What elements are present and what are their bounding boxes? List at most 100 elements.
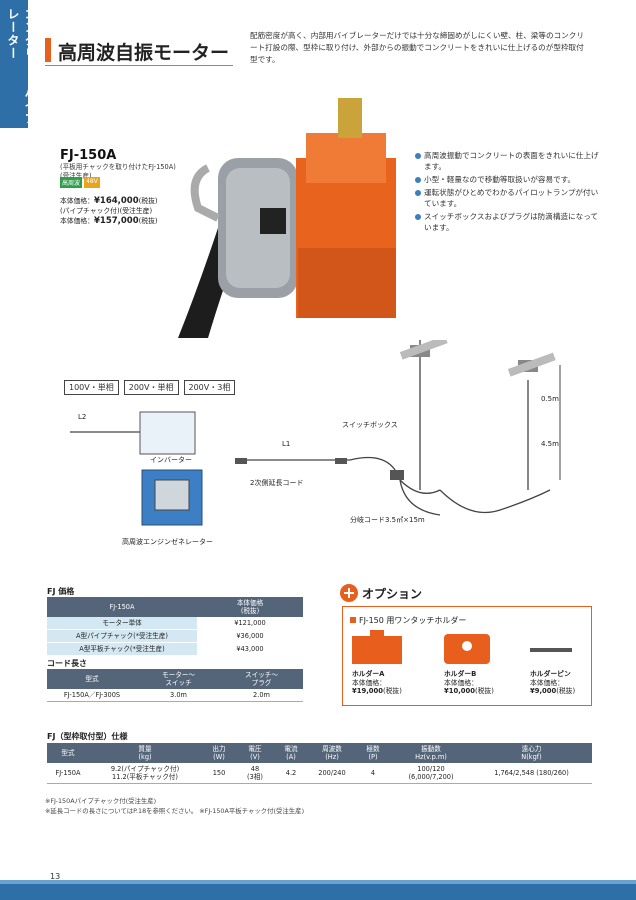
option-price: ¥9,000 bbox=[530, 687, 557, 695]
side-tab: コンクリートバイブレーター bbox=[0, 0, 37, 128]
table-header-cell: 電流 (A) bbox=[273, 743, 309, 763]
table-cell: FJ-150A／FJ-300S bbox=[47, 689, 137, 702]
vibrator-motor-photo bbox=[178, 98, 396, 338]
voltage-tag: 200V・単相 bbox=[123, 380, 179, 395]
holder-images bbox=[352, 630, 572, 664]
label-distance-45: 4.5m bbox=[541, 440, 559, 448]
voltage-tag: 200V・3相 bbox=[183, 380, 236, 395]
option-tax: (税抜) bbox=[382, 687, 402, 695]
option-price: ¥10,000 bbox=[444, 687, 475, 695]
table-cell: モーター単体 bbox=[47, 617, 197, 630]
price-table-heading: FJ 価格 bbox=[47, 587, 75, 596]
option-price: ¥19,000 bbox=[352, 687, 383, 695]
table-header-cell: 周波数 (Hz) bbox=[309, 743, 355, 763]
label-inverter: インバーター bbox=[150, 456, 192, 464]
label-l1: L1 bbox=[282, 440, 291, 448]
intro-text: 配筋密度が高く、内部用バイブレーターだけでは十分な締固めがしにくい壁、柱、梁等の… bbox=[250, 31, 584, 64]
table-cell: 4 bbox=[355, 763, 391, 784]
title-accent-bar bbox=[45, 38, 51, 62]
options-box bbox=[342, 606, 592, 706]
product-note-2: (受注生産) bbox=[60, 172, 92, 180]
price-value: ¥164,000 bbox=[93, 196, 139, 206]
table-header-cell: スイッチ～ プラグ bbox=[220, 669, 303, 689]
table-header-cell: 電圧 (V) bbox=[237, 743, 273, 763]
side-tab-label: コンクリートバイブレーター bbox=[6, 8, 37, 125]
feature-item: スイッチボックスおよびプラグは防滴構造になっています。 bbox=[415, 211, 605, 233]
feature-item: 運転状態がひとめでわかるパイロットランプが付いています。 bbox=[415, 187, 605, 209]
options-subtitle: FJ-150 用ワンタッチホルダー bbox=[350, 615, 466, 626]
table-header-cell: 極数 (P) bbox=[355, 743, 391, 763]
options-title: オプション bbox=[362, 587, 423, 601]
title-underline bbox=[45, 65, 233, 66]
mass-value: 11.2(平板チャック付) bbox=[112, 773, 178, 781]
label-generator: 高周波エンジンゼネレーター bbox=[122, 538, 213, 546]
spec-table-header: 型式 質量 (kg) 出力 (W) 電圧 (V) 電流 (A) 周波数 (Hz)… bbox=[47, 743, 592, 763]
table-cell: 1,764/2,548 (180/260) bbox=[471, 763, 592, 784]
price-label: 本体価格： bbox=[60, 197, 94, 205]
table-row: A型パイプチャック(*受注生産)¥36,000 bbox=[47, 629, 303, 643]
table-cell: ¥121,000 bbox=[197, 617, 303, 630]
spec-table: 型式 質量 (kg) 出力 (W) 電圧 (V) 電流 (A) 周波数 (Hz)… bbox=[47, 743, 592, 784]
table-cell: 200/240 bbox=[309, 763, 355, 784]
table-cell: 150 bbox=[201, 763, 237, 784]
option-name: ホルダーB bbox=[444, 670, 477, 678]
table-cell: A型平板チャック(*受注生産) bbox=[47, 642, 197, 656]
voltage-tags: 100V・単相 200V・単相 200V・3相 bbox=[64, 380, 236, 395]
table-header-cell: 遠心力 N(kgf) bbox=[471, 743, 592, 763]
page-title: 高周波自振モーター bbox=[58, 42, 230, 64]
price-tax: (税抜) bbox=[138, 197, 158, 205]
cord-table-header: 型式 モーター～ スイッチ スイッチ～ プラグ bbox=[47, 669, 303, 689]
table-cell: 48 (3相) bbox=[237, 763, 273, 784]
footer-accent bbox=[0, 880, 636, 884]
price-tax: (税抜) bbox=[138, 217, 158, 225]
badge-voltage: 48V bbox=[84, 177, 100, 188]
label-l2: L2 bbox=[78, 413, 87, 421]
label-switchbox: スイッチボックス bbox=[342, 421, 398, 429]
table-row: モーター単体¥121,000 bbox=[47, 617, 303, 630]
price-value: ¥157,000 bbox=[93, 216, 139, 226]
price-note: (パイプチャック付)(受注生産) bbox=[60, 207, 153, 215]
footnote: ※延長コードの長さについてはP.18を参照ください。 ※FJ-150A平板チャッ… bbox=[45, 807, 305, 815]
spec-table-heading: FJ（型枠取付型）仕様 bbox=[47, 732, 128, 741]
table-header-cell: 型式 bbox=[47, 743, 89, 763]
option-name: ホルダーピン bbox=[530, 670, 571, 678]
option-price-label: 本体価格： bbox=[444, 678, 478, 687]
product-prices: 本体価格：¥164,000(税抜) (パイプチャック付)(受注生産) 本体価格：… bbox=[60, 196, 158, 226]
connection-diagram bbox=[70, 340, 561, 526]
option-name: ホルダーA bbox=[352, 670, 385, 678]
table-header-cell: モーター～ スイッチ bbox=[137, 669, 220, 689]
page-number: 13 bbox=[50, 872, 61, 881]
table-header-cell: 振動数 Hz(v.p.m) bbox=[391, 743, 471, 763]
price-table-col-model: FJ-150A bbox=[47, 597, 197, 617]
table-row: FJ-150A／FJ-300S 3.0m 2.0m bbox=[47, 689, 303, 702]
feature-list: 高周波振動でコンクリートの表面をきれいに仕上げます。 小型・軽量なので移動等取扱… bbox=[415, 150, 605, 235]
table-cell: 3.0m bbox=[137, 689, 220, 702]
product-note: (平板用チャックを取り付けたFJ-150A) (受注生産) bbox=[60, 163, 200, 181]
label-branch-cord: 分岐コード3.5㎡×15m bbox=[350, 516, 425, 524]
feature-item: 小型・軽量なので移動等取扱いが容易です。 bbox=[415, 174, 605, 185]
badge-group: 高周波 48V bbox=[60, 177, 100, 188]
price-line-2: 本体価格：¥157,000(税抜) bbox=[60, 216, 158, 226]
badge-high-frequency: 高周波 bbox=[60, 177, 83, 188]
option-holder-b: ホルダーB 本体価格： ¥10,000(税抜) bbox=[444, 670, 494, 696]
option-price-label: 本体価格： bbox=[530, 678, 564, 687]
feature-item: 高周波振動でコンクリートの表面をきれいに仕上げます。 bbox=[415, 150, 605, 172]
cord-table-heading: コード長さ bbox=[47, 659, 87, 668]
table-cell: A型パイプチャック(*受注生産) bbox=[47, 629, 197, 643]
price-table-header: FJ-150A 本体価格 (税抜) bbox=[47, 597, 303, 617]
mass-value: 9.2(パイプチャック付) bbox=[110, 765, 180, 773]
product-note-1: (平板用チャックを取り付けたFJ-150A) bbox=[60, 163, 176, 171]
price-table-col-price: 本体価格 (税抜) bbox=[197, 597, 303, 617]
footnote: ※FJ-150Aパイプチャック付(受注生産) bbox=[45, 797, 157, 805]
plus-icon bbox=[340, 584, 358, 602]
label-cable: 2次側延長コード bbox=[250, 479, 304, 487]
product-model: FJ-150A bbox=[60, 148, 117, 163]
table-row: FJ-150A 9.2(パイプチャック付)11.2(平板チャック付) 150 4… bbox=[47, 763, 592, 784]
table-cell: 9.2(パイプチャック付)11.2(平板チャック付) bbox=[89, 763, 201, 784]
table-header-cell: 型式 bbox=[47, 669, 137, 689]
label-distance-05: 0.5m bbox=[541, 395, 559, 403]
table-cell: 2.0m bbox=[220, 689, 303, 702]
cord-table: 型式 モーター～ スイッチ スイッチ～ プラグ FJ-150A／FJ-300S … bbox=[47, 669, 303, 702]
option-tax: (税抜) bbox=[556, 687, 576, 695]
option-holder-pin: ホルダーピン 本体価格： ¥9,000(税抜) bbox=[530, 670, 575, 696]
